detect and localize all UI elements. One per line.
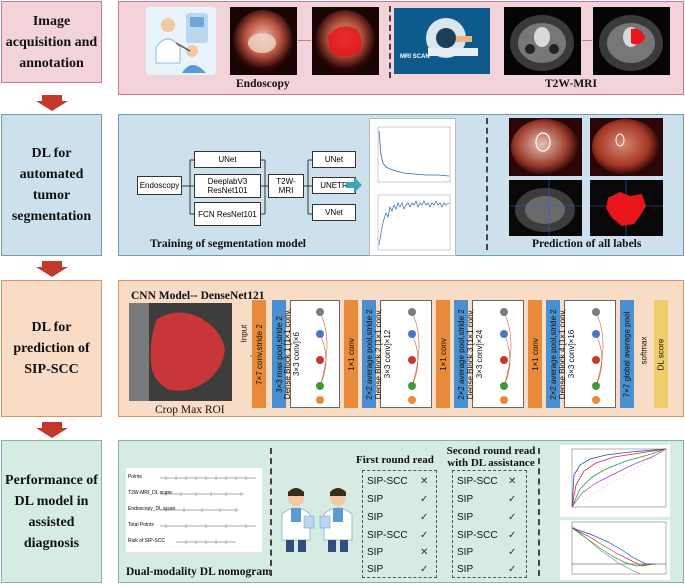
prediction-endoscopy-2 — [590, 118, 663, 176]
endoscopy-image — [230, 7, 297, 75]
second-read-row-5: SIP — [457, 547, 474, 558]
arrow-mri — [582, 40, 592, 41]
stage-2-label: DL for automated tumor segmentation — [1, 114, 102, 256]
first-read-row-3: SIP — [367, 512, 384, 523]
dense-block-2-nodes — [408, 308, 420, 404]
second-read-box — [452, 470, 527, 578]
nomogram-caption: Dual-modality DL nomogram — [126, 566, 272, 578]
first-read-mark-6: ✓ — [420, 564, 429, 575]
stage-1-divider — [389, 6, 391, 78]
mri-scanner-text: MRI SCAN — [400, 54, 430, 60]
second-read-mark-2: ✓ — [508, 494, 517, 505]
nomogram-row-points: Points — [128, 474, 142, 480]
layer-transition-1-pool: 2×2 average pool,stride 2 — [362, 300, 376, 408]
layer-transition-1-conv: 1×1 conv — [344, 300, 358, 408]
segmentation-tree-lines — [182, 159, 312, 215]
mri-caption: T2W-MRI — [545, 78, 597, 90]
stage-4-divider-2 — [538, 448, 540, 576]
endoscopy-procedure-illustration — [146, 7, 216, 75]
prediction-mri-3d — [590, 180, 663, 236]
first-read-row-1: SIP-SCC — [367, 476, 408, 487]
endo-model-unet: UNet — [194, 151, 261, 168]
second-read-row-4: SIP-SCC — [457, 530, 498, 541]
decision-curve-plot — [560, 520, 670, 580]
dense-block-2-label: Dense Block 2 [1×1 conv, 3×3 conv]×12 — [374, 300, 432, 408]
stage-3-text: DL for prediction of SIP-SCC — [13, 320, 90, 377]
second-read-title: Second round read with DL assistance — [446, 445, 536, 469]
first-read-mark-3: ✓ — [420, 512, 429, 523]
prediction-mri-slice — [509, 180, 582, 236]
roi-caption: Crop Max ROI — [155, 404, 225, 416]
layer-transition-2-conv: 1×1 conv — [436, 300, 450, 408]
roc-curve-plot — [560, 445, 670, 517]
layer-softmax: softmax — [639, 335, 649, 365]
layer-transition-3-pool: 2×2 average pool,stride 2 — [546, 300, 560, 408]
nomogram-row-endo: Endoscopy_DL score — [128, 506, 176, 512]
second-read-mark-4: ✓ — [508, 530, 517, 541]
second-read-row-6: SIP — [457, 564, 474, 575]
second-read-mark-3: ✓ — [508, 512, 517, 523]
nomogram-row-total: Total Points — [128, 522, 154, 528]
stage-3-label: DL for prediction of SIP-SCC — [1, 280, 102, 417]
second-read-mark-5: ✓ — [508, 547, 517, 558]
second-read-mark-1: ✕ — [508, 476, 517, 487]
roi-image — [129, 303, 232, 401]
loss-curve-plot — [369, 118, 456, 256]
stage-4-divider-1 — [270, 448, 272, 576]
layer-transition-3-conv: 1×1 conv — [528, 300, 542, 408]
dense-block-1-label: Dense Block 1 [1×1 conv, 3×3 conv]×6 — [283, 300, 340, 408]
endoscopy-annotated-image — [312, 7, 379, 75]
first-read-row-5: SIP — [367, 547, 384, 558]
mri-image — [504, 7, 581, 75]
prediction-endoscopy-1 — [509, 118, 582, 176]
layer-dl-score: DL score — [654, 300, 668, 408]
nomogram-image: Points T2W-MRI_DL score Endoscopy_DL sco… — [126, 468, 262, 552]
training-arrow-icon — [346, 177, 362, 193]
endo-model-deeplab: DeeplabV3 ResNet101 — [194, 174, 261, 198]
second-read-row-2: SIP — [457, 494, 474, 505]
first-read-row-2: SIP — [367, 494, 384, 505]
mri-root-box: T2W-MRI — [268, 174, 304, 198]
arrow-endoscopy — [298, 40, 311, 41]
stage-2-text: DL for automated tumor segmentation — [11, 146, 92, 224]
stage-1-text: Image acquisition and annotation — [5, 13, 98, 71]
mri-scanner-illustration: MRI SCAN — [394, 8, 490, 74]
layer-maxpool: 3×3 max pool,stride 2 — [272, 300, 286, 408]
first-read-title: First round read — [356, 454, 434, 466]
training-caption: Training of segmentation model — [150, 238, 306, 250]
second-read-mark-6: ✓ — [508, 564, 517, 575]
prediction-caption: Prediction of all labels — [532, 238, 642, 250]
cnn-title: CNN Model-- DenseNet121 — [131, 290, 265, 302]
first-read-row-6: SIP — [367, 564, 384, 575]
dense-block-4-nodes — [592, 308, 604, 404]
dense-block-1-nodes — [316, 308, 328, 404]
endoscopy-root-box: Endoscopy — [137, 176, 182, 195]
dense-block-3-nodes — [500, 308, 512, 404]
first-read-mark-1: ✕ — [420, 476, 429, 487]
first-read-mark-5: ✕ — [420, 547, 429, 558]
doctors-illustration — [276, 486, 360, 552]
endoscopy-caption: Endoscopy — [236, 78, 290, 90]
first-read-box — [362, 470, 437, 578]
stage-2-divider — [486, 118, 488, 250]
stage-4-label: Performance of DL model in assisted diag… — [1, 440, 102, 583]
first-read-row-4: SIP-SCC — [367, 530, 408, 541]
mri-model-vnet: VNet — [312, 204, 356, 221]
mri-model-unet: UNet — [312, 151, 356, 168]
stage-4-text: Performance of DL model in assisted diag… — [5, 472, 98, 551]
dense-block-3-label: Dense Block 3 [1×1 conv, 3×3 conv]×24 — [466, 300, 524, 408]
layer-conv7x7: 7×7 conv,stride 2 — [252, 300, 266, 408]
first-read-mark-2: ✓ — [420, 494, 429, 505]
layer-global-pool: 7×7 global average pool — [620, 300, 634, 408]
endo-model-fcn: FCN ResNet101 — [194, 202, 261, 226]
dense-block-4-label: Dense Block 4 [1×1 conv, 3×3 conv]×16 — [558, 300, 616, 408]
stage-1-label: Image acquisition and annotation — [1, 1, 102, 83]
nomogram-row-mri: T2W-MRI_DL score — [128, 490, 172, 496]
first-read-mark-4: ✓ — [420, 530, 429, 541]
second-read-row-3: SIP — [457, 512, 474, 523]
nomogram-row-risk: Risk of SIP-SCC — [128, 538, 165, 544]
layer-transition-2-pool: 2×2 average pool,stride 2 — [454, 300, 468, 408]
mri-annotated-image — [593, 7, 670, 75]
second-read-row-1: SIP-SCC — [457, 476, 498, 487]
